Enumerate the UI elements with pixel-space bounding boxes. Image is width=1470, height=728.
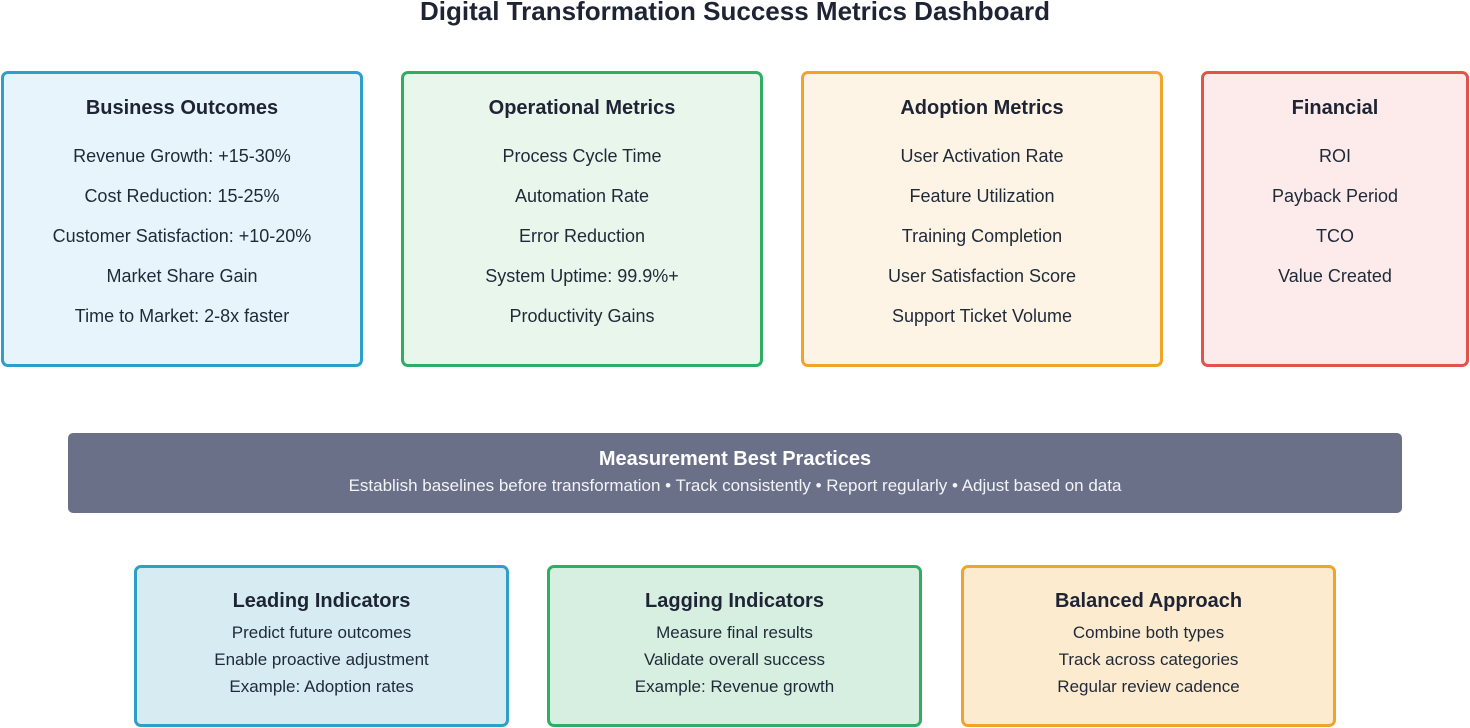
indicator-item: Example: Revenue growth xyxy=(634,677,835,696)
business-outcomes-card: Business Outcomes Revenue Growth: +15-30… xyxy=(1,71,363,367)
adoption-metrics-card: Adoption Metrics User Activation Rate Fe… xyxy=(801,71,1163,367)
metric-item: Payback Period xyxy=(1271,186,1399,206)
indicator-item: Predict future outcomes xyxy=(231,623,412,642)
balanced-approach-card: Balanced Approach Combine both types Tra… xyxy=(961,565,1336,727)
metric-item: Time to Market: 2-8x faster xyxy=(74,306,290,326)
best-practices-banner: Measurement Best Practices Establish bas… xyxy=(68,433,1402,513)
indicator-item: Enable proactive adjustment xyxy=(214,650,429,669)
indicator-item: Validate overall success xyxy=(643,650,826,669)
metric-item: ROI xyxy=(1318,146,1351,166)
indicator-item: Track across categories xyxy=(1058,650,1239,669)
metric-item: Training Completion xyxy=(901,226,1063,246)
metric-item: Cost Reduction: 15-25% xyxy=(84,186,280,206)
card-title: Lagging Indicators xyxy=(645,590,824,612)
indicator-item: Regular review cadence xyxy=(1057,677,1240,696)
metric-item: User Activation Rate xyxy=(900,146,1064,166)
metric-item: User Satisfaction Score xyxy=(887,266,1077,286)
financial-card: Financial ROI Payback Period TCO Value C… xyxy=(1201,71,1469,367)
metric-item: Revenue Growth: +15-30% xyxy=(73,146,291,166)
card-title: Operational Metrics xyxy=(488,97,676,119)
page-title: Digital Transformation Success Metrics D… xyxy=(420,0,1050,26)
metric-item: Error Reduction xyxy=(518,226,646,246)
card-title: Business Outcomes xyxy=(85,97,279,119)
metric-item: Customer Satisfaction: +10-20% xyxy=(52,226,312,246)
metric-item: System Uptime: 99.9%+ xyxy=(485,266,679,286)
banner-text: Establish baselines before transformatio… xyxy=(348,476,1122,495)
metric-item: Value Created xyxy=(1278,266,1392,286)
metric-item: Market Share Gain xyxy=(106,266,258,286)
card-title: Financial xyxy=(1291,97,1379,119)
indicator-item: Measure final results xyxy=(656,623,813,642)
card-title: Leading Indicators xyxy=(232,590,411,612)
metric-item: Automation Rate xyxy=(514,186,650,206)
lagging-indicators-card: Lagging Indicators Measure final results… xyxy=(547,565,922,727)
card-title: Balanced Approach xyxy=(1054,590,1243,612)
indicator-item: Example: Adoption rates xyxy=(229,677,414,696)
card-title: Adoption Metrics xyxy=(900,97,1064,119)
metric-item: Support Ticket Volume xyxy=(891,306,1073,326)
metric-item: Feature Utilization xyxy=(909,186,1055,206)
metric-item: Process Cycle Time xyxy=(502,146,662,166)
metric-item: Productivity Gains xyxy=(509,306,655,326)
operational-metrics-card: Operational Metrics Process Cycle Time A… xyxy=(401,71,763,367)
leading-indicators-card: Leading Indicators Predict future outcom… xyxy=(134,565,509,727)
metric-item: TCO xyxy=(1316,226,1354,246)
banner-title: Measurement Best Practices xyxy=(598,448,872,470)
indicator-item: Combine both types xyxy=(1072,623,1225,642)
